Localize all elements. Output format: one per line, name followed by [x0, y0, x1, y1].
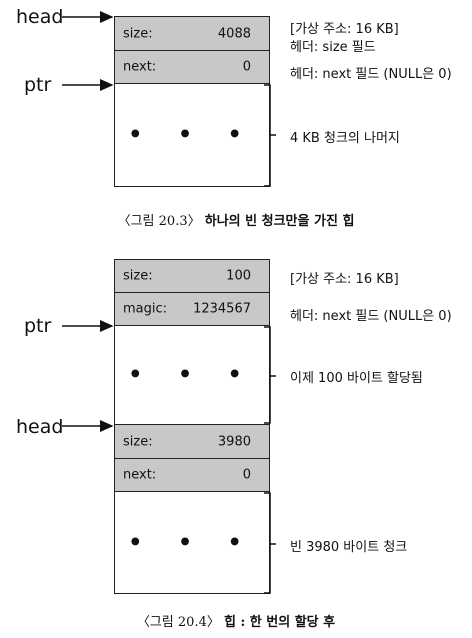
size-key: size:	[123, 268, 153, 284]
next-value: 0	[242, 59, 251, 75]
magic-value: 1234567	[193, 301, 251, 317]
caption-text: 힙 : 한 번의 할당 후	[223, 615, 336, 630]
size-field: size: 100	[114, 259, 270, 293]
free-chunk-brace	[264, 492, 276, 594]
note-allocated: 이제 100 바이트 할당됨	[290, 371, 423, 386]
figure-caption-20-4: 〈그림 20.4〉 힙 : 한 번의 할당 후	[0, 611, 472, 630]
chunk-brace	[264, 84, 276, 187]
note-free-chunk: 빈 3980 바이트 청크	[290, 540, 408, 555]
figure-caption-20-3: 〈그림 20.3〉 하나의 빈 청크만을 가진 힙	[0, 210, 472, 229]
size-value: 3980	[217, 434, 251, 449]
ellipsis-dots: • • •	[128, 530, 256, 555]
note-next-field: 헤더: next 필드 (NULL은 0)	[290, 67, 452, 82]
note-virtual-address: [가상 주소: 16 KB]	[290, 22, 399, 37]
size-key: size:	[123, 26, 153, 41]
head-label: head	[16, 6, 64, 28]
ptr-label: ptr	[24, 315, 52, 337]
next-key: next:	[123, 59, 157, 75]
note-virtual-address: [가상 주소: 16 KB]	[290, 272, 399, 287]
note-next-field: 헤더: next 필드 (NULL은 0)	[290, 309, 452, 324]
size-key: size:	[123, 434, 153, 449]
size-value: 100	[226, 268, 251, 284]
caption-text: 하나의 빈 청크만을 가진 힙	[204, 214, 355, 229]
size-field: size: 4088	[114, 16, 270, 51]
note-size-field: 헤더: size 필드	[290, 40, 376, 55]
ellipsis-dots: • • •	[128, 122, 256, 148]
note-chunk-rest: 4 KB 청크의 나머지	[290, 131, 400, 146]
size-value: 4088	[217, 26, 251, 41]
next-field: next: 0	[114, 50, 270, 84]
chunk-body: • • •	[114, 83, 270, 187]
ellipsis-dots: • • •	[128, 362, 256, 388]
size-field-free: size: 3980	[114, 424, 270, 459]
next-value: 0	[242, 467, 251, 483]
next-key: next:	[123, 467, 157, 483]
free-chunk-body: • • •	[114, 491, 270, 594]
caption-number: 〈그림 20.3〉	[117, 214, 201, 229]
allocated-chunk-body: • • •	[114, 325, 270, 425]
caption-number: 〈그림 20.4〉	[136, 615, 220, 630]
allocated-brace	[264, 326, 276, 424]
ptr-label: ptr	[24, 74, 52, 96]
magic-key: magic:	[123, 301, 168, 317]
head-label: head	[16, 416, 64, 438]
